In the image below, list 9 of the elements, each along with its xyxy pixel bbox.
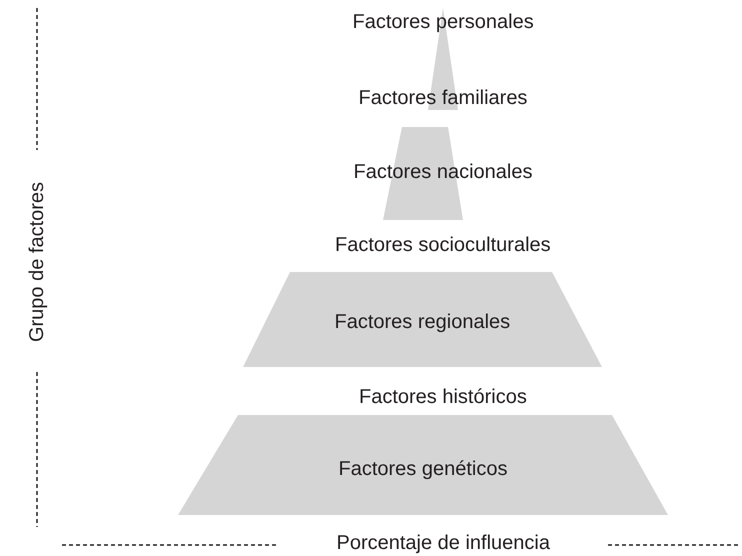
axis-title: Porcentaje de influencia — [336, 531, 550, 555]
level-label: Factores familiares — [358, 86, 528, 110]
axis-title: Grupo de factores — [25, 182, 50, 342]
tier-label: Factores regionales — [334, 310, 510, 334]
tier-label: Factores genéticos — [338, 457, 508, 481]
level-label: Factores históricos — [359, 385, 527, 409]
tier-label: Factores personales — [352, 10, 534, 34]
tier-label: Factores nacionales — [354, 160, 532, 184]
level-label: Factores socioculturales — [335, 233, 551, 257]
